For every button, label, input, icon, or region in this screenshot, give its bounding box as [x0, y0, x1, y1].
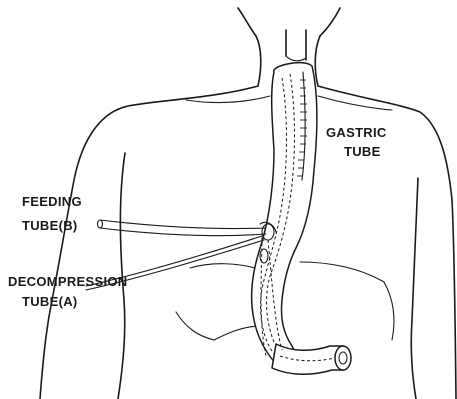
torso-outline: [40, 86, 456, 399]
label-feeding-tube: FEEDING TUBE(B): [22, 194, 82, 233]
gastric-label-line1: GASTRIC: [326, 125, 387, 140]
decompression-label-line1: DECOMPRESSION: [8, 274, 127, 289]
feeding-label-line1: FEEDING: [22, 194, 82, 209]
feeding-label-line2: TUBE(B): [22, 218, 78, 233]
trachea-outline: [286, 30, 306, 61]
gastric-label-line2: TUBE: [344, 144, 381, 159]
decompression-label-line2: TUBE(A): [22, 294, 78, 309]
duodenum-tube: [272, 344, 351, 374]
head-outline: [238, 8, 340, 36]
label-gastric-tube: GASTRIC TUBE: [326, 125, 387, 159]
label-decompression-tube: DECOMPRESSION TUBE(A): [8, 274, 127, 309]
